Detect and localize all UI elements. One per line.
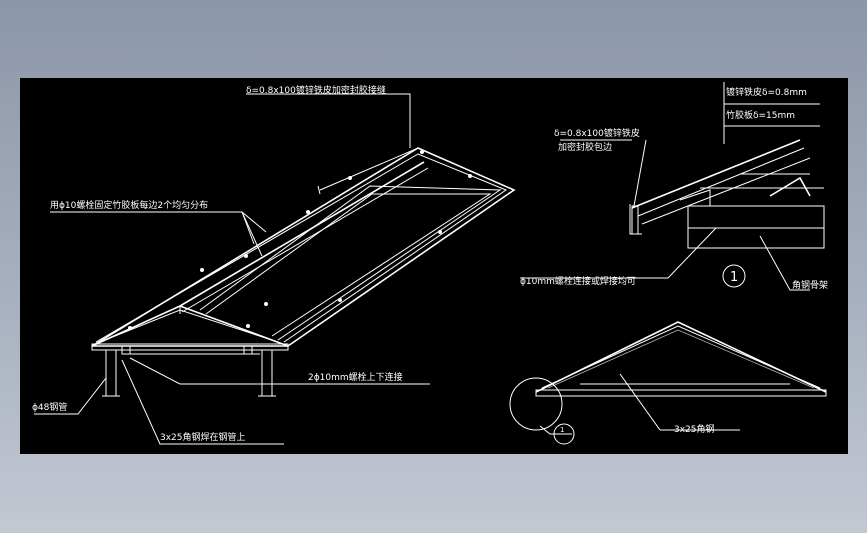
roof-isometric-view (91, 147, 516, 397)
label-section-angle: 3x25角钢 (674, 423, 715, 435)
label-galv-sheet: 镀锌铁皮δ=0.8mm (726, 86, 807, 98)
left-leader-lines (34, 93, 430, 445)
callout-number: 1 (560, 426, 564, 434)
cad-drawing-sheet: δ=0.8x100镀锌铁皮加密封胶接缝 用ϕ10螺栓固定竹胶板每边2个均匀分布 … (20, 78, 848, 454)
label-bamboo-board: 竹胶板δ=15mm (726, 109, 795, 121)
label-detail-sheet-line1: δ=0.8x100镀锌铁皮 (554, 127, 640, 139)
detail-1-section (520, 82, 825, 291)
label-top-spec: δ=0.8x100镀锌铁皮加密封胶接缝 (246, 84, 386, 96)
detail-number: 1 (730, 270, 738, 285)
label-bolt-join: 2ϕ10mm螺栓上下连接 (308, 371, 403, 383)
detail-number-circle (722, 264, 746, 288)
label-angle-frame: 角钢骨架 (792, 279, 828, 291)
label-bolt-fix: 用ϕ10螺栓固定竹胶板每边2个均匀分布 (50, 199, 208, 211)
label-angle-weld: 3x25角钢焊在钢管上 (160, 431, 246, 443)
label-detail-bolt: ϕ10mm螺栓连接或焊接均可 (520, 275, 636, 287)
triangle-section-view (509, 321, 827, 445)
label-detail-sheet-line2: 加密封胶包边 (558, 141, 612, 153)
label-pipe: ϕ48钢管 (32, 401, 67, 413)
